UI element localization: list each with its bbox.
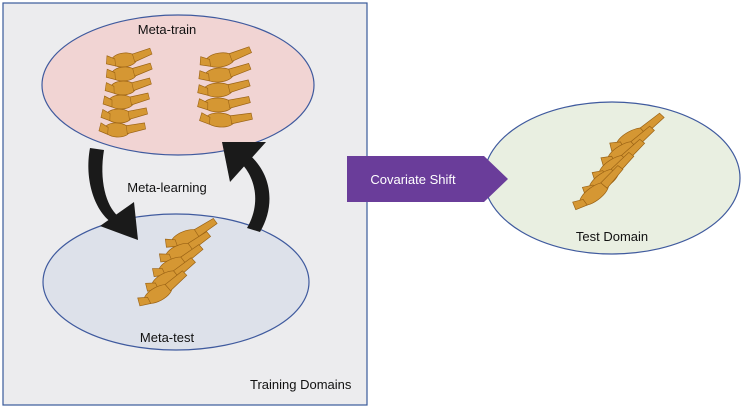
curved-arrow-up-icon [222,142,270,232]
covariate-shift-label: Covariate Shift [370,172,456,187]
meta-test-label: Meta-test [139,330,195,345]
meta-learning-label: Meta-learning [127,180,207,195]
meta-train-label: Meta-train [137,22,197,37]
test-domain-label: Test Domain [575,229,649,244]
training-domains-label: Training Domains [250,377,352,392]
covariate-shift-arrow [347,156,508,202]
curved-arrow-down-icon [88,148,138,240]
